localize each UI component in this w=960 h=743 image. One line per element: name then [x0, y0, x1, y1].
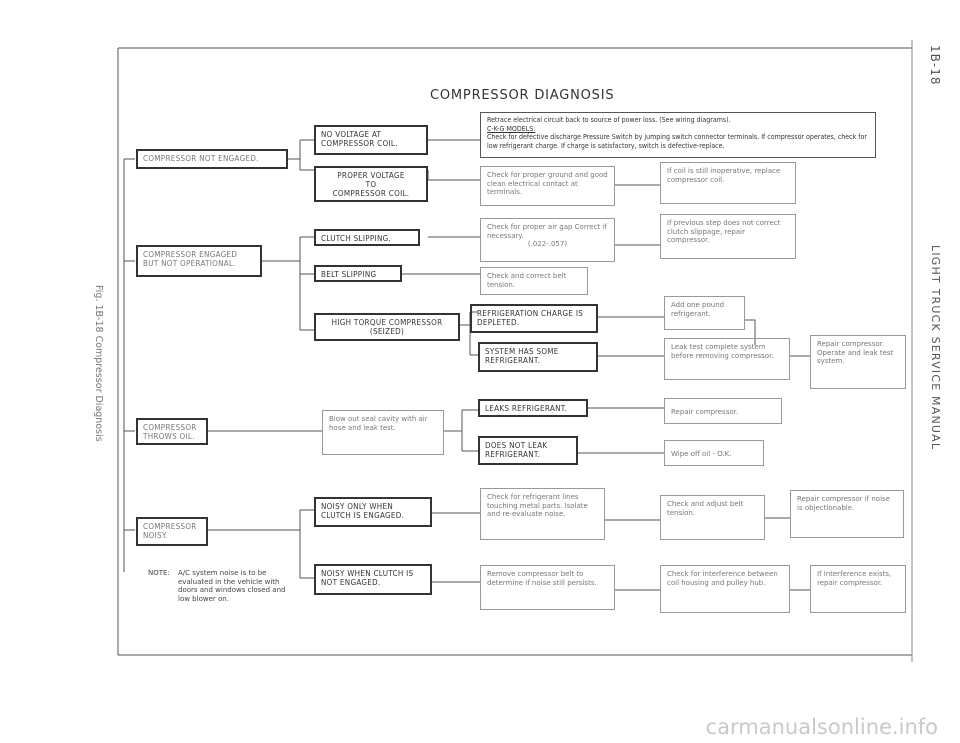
blow-out-seal-box: Blow out seal cavity with air hose and l…	[322, 410, 444, 455]
proper-voltage-line-2: TO	[365, 180, 377, 189]
high-torque-line-2: (SEIZED)	[369, 327, 405, 336]
leaks-refrigerant-box: LEAKS REFRIGERANT.	[478, 399, 588, 417]
page-number: 1B-18	[928, 45, 942, 86]
noisy-not-engaged-box: NOISY WHEN CLUTCH IS NOT ENGAGED.	[314, 564, 432, 595]
no-voltage-box: NO VOLTAGE AT COMPRESSOR COIL.	[314, 125, 428, 155]
adjust-belt-box: Check and adjust belt tension.	[660, 495, 765, 540]
proper-voltage-box: PROPER VOLTAGE TO COMPRESSOR COIL.	[314, 166, 428, 202]
high-torque-box: HIGH TORQUE COMPRESSOR (SEIZED)	[314, 313, 460, 341]
compressor-noisy-box: COMPRESSOR NOISY.	[136, 517, 208, 546]
retrace-line-3: Check for defective discharge Pressure S…	[487, 133, 867, 150]
belt-slipping-box: BELT SLIPPING	[314, 265, 402, 282]
note-label: NOTE:	[148, 569, 170, 577]
watermark: carmanualsonline.info	[705, 715, 938, 739]
diagram-title: COMPRESSOR DIAGNOSIS	[430, 88, 615, 103]
interference-exists-box: If interference exists, repair compresso…	[810, 565, 906, 613]
retrace-line-1: Retrace electrical circuit back to sourc…	[487, 116, 731, 124]
leak-test-box: Leak test complete system before removin…	[664, 338, 790, 380]
note-text: A/C system noise is to be evaluated in t…	[178, 569, 286, 603]
wipe-oil-box: Wipe off oil - O.K.	[664, 440, 764, 466]
proper-voltage-line-3: COMPRESSOR COIL.	[332, 189, 410, 198]
clutch-slipping-box: CLUTCH SLIPPING.	[314, 229, 420, 246]
repair-if-objectionable-box: Repair compressor if noise is objectiona…	[790, 490, 904, 538]
check-interference-box: Check for interference between coil hous…	[660, 565, 790, 613]
refrigeration-depleted-box: REFRIGERATION CHARGE IS DEPLETED.	[470, 304, 598, 333]
remove-belt-box: Remove compressor belt to determine if n…	[480, 565, 615, 610]
coil-inoperative-box: If coil is still inoperative, replace co…	[660, 162, 796, 204]
does-not-leak-box: DOES NOT LEAK REFRIGERANT.	[478, 436, 578, 465]
air-gap-line-2: (.022-.057)	[527, 240, 568, 248]
belt-tension-box: Check and correct belt tension.	[480, 267, 588, 295]
noisy-when-engaged-box: NOISY ONLY WHEN CLUTCH IS ENGAGED.	[314, 497, 432, 527]
retrace-circuit-box: Retrace electrical circuit back to sourc…	[480, 112, 876, 158]
compressor-engaged-not-operational-box: COMPRESSOR ENGAGED BUT NOT OPERATIONAL.	[136, 245, 262, 277]
trunk-stubs	[124, 158, 135, 531]
repair-compressor-box: Repair compressor.	[664, 398, 782, 424]
system-has-refrigerant-box: SYSTEM HAS SOME REFRIGERANT.	[478, 342, 598, 372]
previous-step-box: If previous step does not correct clutch…	[660, 214, 796, 259]
add-refrigerant-box: Add one pound refrigerant.	[664, 296, 745, 330]
repair-operate-leak-test-box: Repair compressor. Operate and leak test…	[810, 335, 906, 389]
compressor-throws-oil-box: COMPRESSOR THROWS OIL.	[136, 418, 208, 445]
proper-voltage-line-1: PROPER VOLTAGE	[337, 171, 405, 180]
figure-caption: Fig. 1B-18 Compressor Diagnosis	[93, 285, 104, 442]
check-ground-box: Check for proper ground and good clean e…	[480, 166, 615, 206]
air-gap-box: Check for proper air gap Correct if nece…	[480, 218, 615, 262]
air-gap-line-1: Check for proper air gap Correct if nece…	[487, 223, 607, 240]
manual-title: LIGHT TRUCK SERVICE MANUAL	[929, 245, 942, 451]
compressor-not-engaged-box: COMPRESSOR NOT ENGAGED.	[136, 149, 288, 169]
retrace-line-2: C-K-G MODELS:	[487, 124, 536, 133]
check-refrigerant-lines-box: Check for refrigerant lines touching met…	[480, 488, 605, 540]
high-torque-line-1: HIGH TORQUE COMPRESSOR	[331, 318, 443, 327]
